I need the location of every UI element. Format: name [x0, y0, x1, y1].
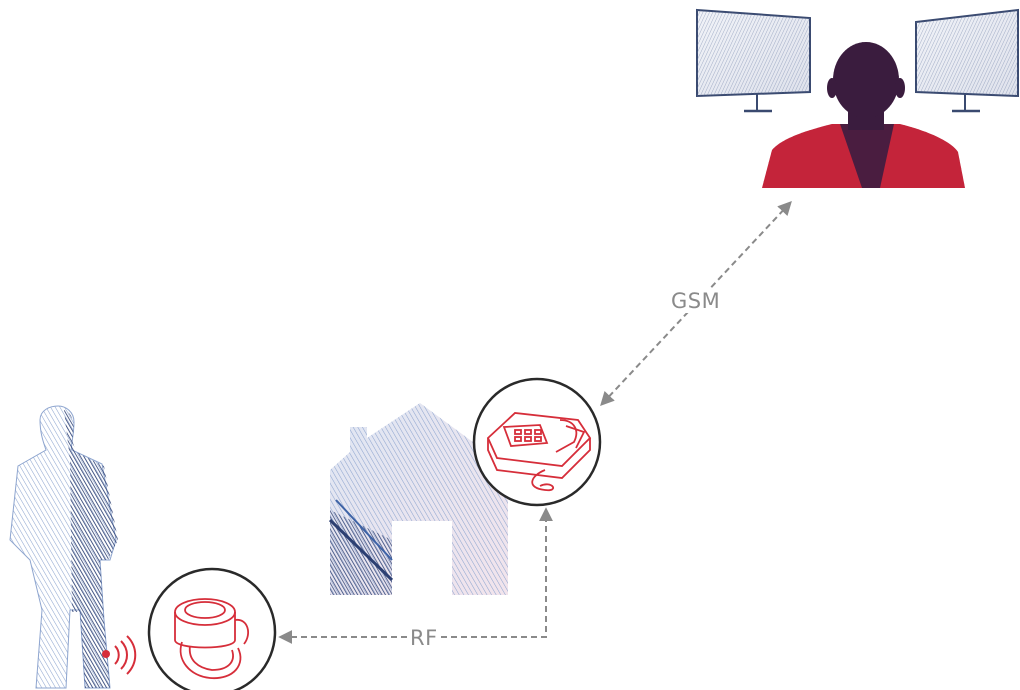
ankle-bracelet-icon	[149, 569, 275, 690]
gsm-link-label: GSM	[668, 289, 723, 313]
monitoring-operator-group	[697, 10, 1018, 188]
person-with-ankle-tag-icon	[10, 406, 135, 688]
monitor-icon	[916, 10, 1018, 111]
wireless-signal-icon	[115, 636, 135, 674]
home-monitoring-unit-icon	[474, 379, 600, 505]
ankle-tag-dot	[102, 650, 110, 658]
rf-link-label: RF	[407, 626, 441, 650]
monitor-icon	[697, 10, 810, 111]
